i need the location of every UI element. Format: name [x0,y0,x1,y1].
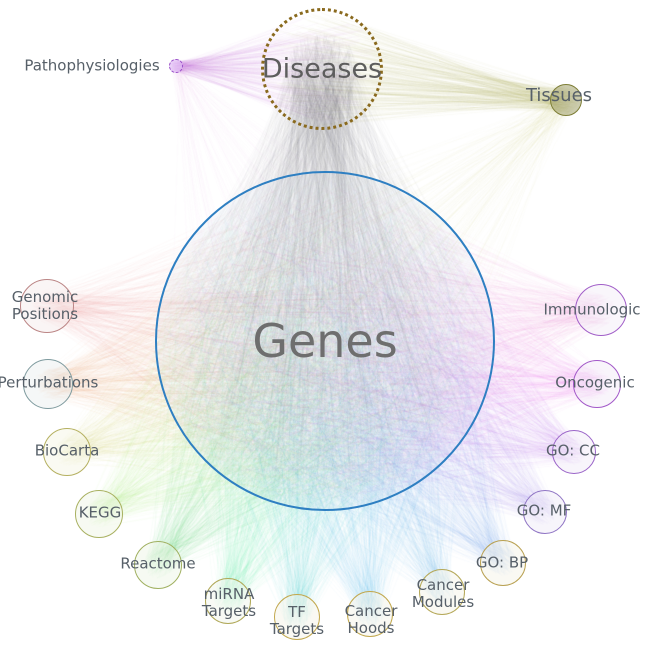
node-biocarta[interactable] [43,428,91,476]
node-tissues-label: Tissues [525,84,593,106]
node-go-cc-label: GO: CC [546,441,600,460]
node-perturbations[interactable] [23,359,73,409]
node-immunologic-label: Immunologic [543,300,641,319]
node-cancer-modules[interactable] [419,569,465,615]
genes-node[interactable] [155,171,495,511]
node-tissues[interactable] [550,84,582,116]
node-immunologic[interactable] [575,284,627,336]
node-kegg[interactable] [75,490,123,538]
node-genomic-positions[interactable] [20,279,74,333]
node-cancer-hoods[interactable] [347,591,393,637]
node-kegg-label: KEGG [78,503,122,522]
node-tf-targets[interactable] [274,594,320,640]
node-reactome-label: Reactome [120,554,196,573]
node-go-cc[interactable] [552,430,596,474]
node-perturbations-label: Perturbations [0,373,99,392]
node-go-mf[interactable] [523,490,567,534]
diseases-label: Diseases [261,53,383,85]
node-pathophysiologies[interactable] [169,59,183,73]
genes-label: Genes [252,314,398,368]
node-go-bp-label: GO: BP [475,553,529,572]
node-mirna-targets[interactable] [205,578,251,624]
diseases-node[interactable] [261,8,383,130]
node-reactome[interactable] [134,541,182,589]
node-pathophysiologies-label: Pathophysiologies [24,56,160,75]
node-go-bp[interactable] [480,540,526,586]
node-biocarta-label: BioCarta [34,441,100,460]
node-go-mf-label: GO: MF [516,501,572,520]
node-oncogenic-label: Oncogenic [555,373,635,392]
node-oncogenic[interactable] [573,360,621,408]
